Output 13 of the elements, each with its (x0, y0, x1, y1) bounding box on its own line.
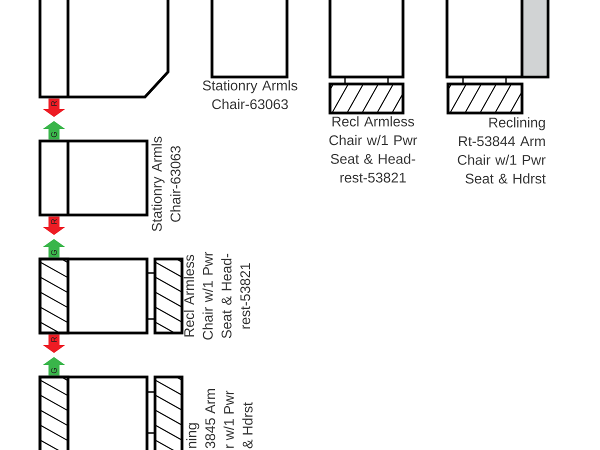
edge-label: G (51, 368, 57, 374)
chair-label: ning 3845 Arm r w/1 Pwr & Hdrst (186, 389, 253, 448)
edge-label: G (51, 250, 57, 256)
edge-label: G (51, 132, 57, 138)
edge-label: R (51, 336, 57, 342)
chair-label: Stationry Armls Chair-63063 (202, 80, 298, 110)
chair-label: Recl Armless Chair w/1 Pwr Seat & Head- rest-53821 (329, 116, 418, 183)
edge-label: R (51, 100, 57, 106)
chair-label: Stationry Armls Chair-63063 (152, 136, 180, 232)
chair-label: Recl Armless Chair w/1 Pwr Seat & Head- rest-53821 (184, 252, 250, 340)
edge-label: R (51, 218, 57, 224)
chair-outline (38, 0, 170, 98)
chair-label: Reclining Rt-53844 Arm Chair w/1 Pwr Seat & Hdrst (458, 117, 546, 184)
